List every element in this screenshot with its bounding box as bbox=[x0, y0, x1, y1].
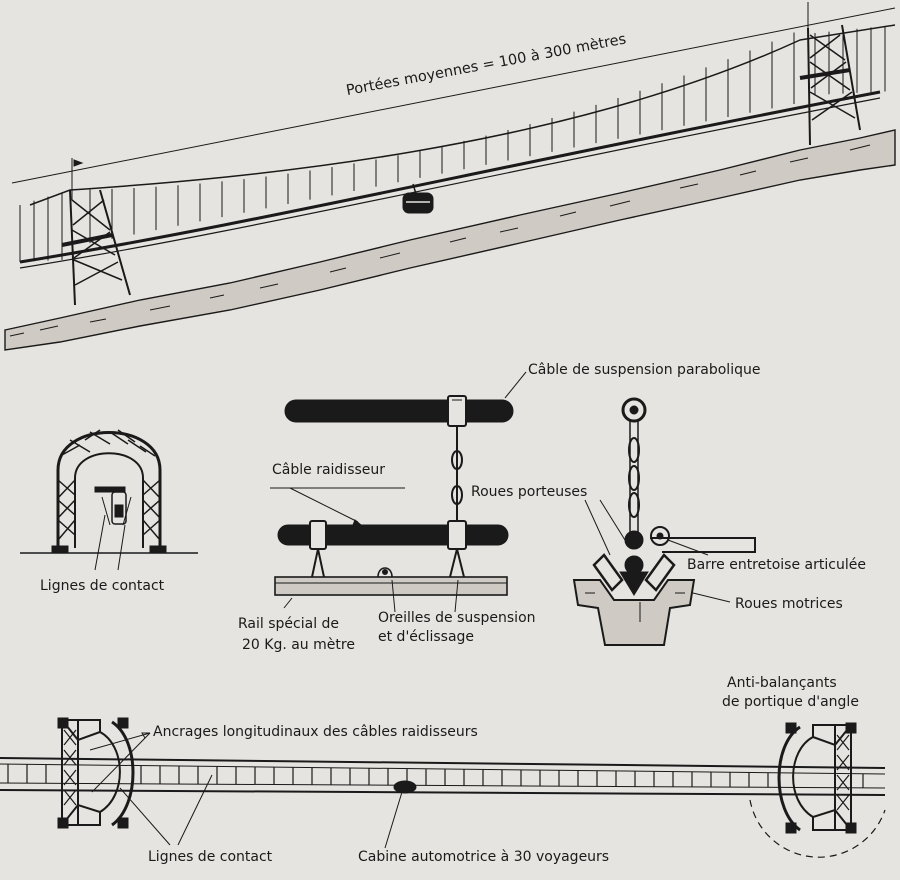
plan-contact-lines-label: Lignes de contact bbox=[148, 849, 273, 865]
right-pylon bbox=[799, 24, 861, 146]
cable-rail-side-view bbox=[270, 371, 527, 613]
carrying-wheels-label: Roues porteuses bbox=[471, 484, 588, 500]
anti-sway-label-line2: de portique d'angle bbox=[722, 694, 859, 710]
rail-label-line1: Rail spécial de bbox=[238, 616, 340, 632]
suspension-cable-elevation bbox=[29, 24, 896, 206]
plan-view bbox=[0, 717, 886, 858]
cabin-label: Cabine automotrice à 30 voyageurs bbox=[358, 849, 610, 865]
left-pylon bbox=[61, 189, 131, 306]
wheel-assembly-front-view bbox=[572, 397, 756, 646]
anti-sway-dashed-circle bbox=[749, 799, 886, 858]
anti-sway-label-line1: Anti-balançants bbox=[727, 675, 837, 691]
cabin-plan bbox=[393, 780, 417, 794]
suspension-cable-section bbox=[284, 399, 514, 423]
articulated-bar-label: Barre entretoise articulée bbox=[687, 557, 866, 573]
ears-label-line2: et d'éclissage bbox=[378, 629, 475, 645]
rail-label-line2: 20 Kg. au mètre bbox=[242, 637, 355, 653]
drive-wheels-label: Roues motrices bbox=[735, 596, 843, 612]
right-portal-plan bbox=[749, 722, 886, 858]
articulated-bar bbox=[650, 537, 756, 553]
cabin-elevation bbox=[402, 183, 434, 214]
elevation-view bbox=[4, 2, 896, 351]
stiffener-cable-label: Câble raidisseur bbox=[272, 462, 386, 478]
portal-arch-section bbox=[20, 429, 198, 571]
special-rail bbox=[274, 576, 508, 596]
arch-contact-lines-label: Lignes de contact bbox=[40, 578, 165, 594]
suspension-cable-label: Câble de suspension parabolique bbox=[528, 362, 761, 378]
anchors-label: Ancrages longitudinaux des câbles raidis… bbox=[153, 724, 478, 740]
left-portal-plan bbox=[57, 717, 135, 829]
ground-profile bbox=[4, 129, 896, 351]
span-dimension-line bbox=[11, 7, 896, 184]
arch-leader-lines bbox=[94, 514, 126, 571]
monorail-track bbox=[19, 90, 881, 264]
rail-housing-section bbox=[572, 579, 696, 646]
ears-label-line1: Oreilles de suspension bbox=[378, 610, 536, 626]
